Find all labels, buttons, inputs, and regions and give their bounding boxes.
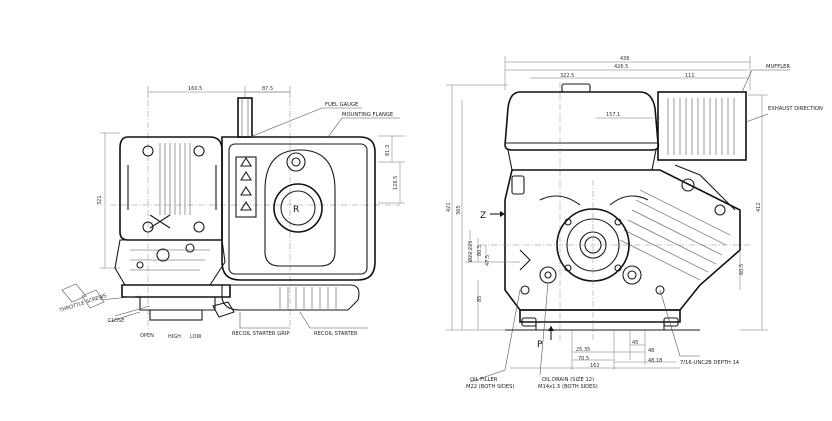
dim-base-1: 25.35: [576, 347, 590, 353]
label-oil-filler-sides: M22 (BOTH SIDES): [466, 384, 514, 390]
dim-right-dim: 60.5: [739, 264, 745, 275]
front-view: 436 426.5 322.5 111 421 365 412 157.1: [446, 56, 823, 390]
dim-right-upper: 81.3: [385, 145, 391, 156]
label-mounting-flange: MOUNTING FLANGE: [342, 112, 393, 118]
dim-height-1: 421: [446, 202, 452, 212]
p-arrow: P: [537, 340, 543, 350]
z-arrow: Z: [480, 211, 486, 221]
label-oil-drain-sides: M14x1.5 (BOTH SIDES): [538, 384, 598, 390]
dim-d2: 47.5: [485, 255, 491, 266]
label-recoil-starter-grip: RECOIL STARTER GRIP: [232, 331, 289, 337]
dim-base-5: 48.18: [648, 358, 662, 364]
dim-base-2: 70.5: [578, 356, 589, 362]
label-recoil-starter: RECOIL STARTER: [314, 331, 358, 337]
dim-top-left: 160.5: [188, 86, 202, 92]
recoil-logo: R: [293, 205, 299, 215]
dim-base-3: 45: [632, 340, 638, 346]
dim-d6: 85: [477, 296, 483, 302]
dim-width-3: 322.5: [560, 73, 574, 79]
dim-left-height: 321: [97, 195, 103, 205]
label-muffler: MUFFLER: [766, 64, 790, 70]
dim-top-right: 87.5: [262, 86, 273, 92]
dim-height-2: 365: [456, 205, 462, 215]
dim-width-2: 426.5: [614, 64, 628, 70]
label-oil-drain: OIL DRAIN (SIZE 12): [542, 377, 594, 383]
dim-overall-width: 436: [620, 56, 630, 62]
dim-d1: 80.5: [477, 245, 483, 256]
dim-inner: 157.1: [606, 112, 620, 118]
label-exhaust-direction: EXHAUST DIRECTION: [768, 106, 823, 112]
dim-shaft-dia: Ø22.225: [467, 241, 474, 262]
dim-right-lower: 126.5: [393, 176, 399, 190]
dim-width-4: 111: [685, 73, 695, 79]
label-fuel-gauge: FUEL GAUGE: [325, 102, 358, 108]
label-low: LOW: [190, 334, 202, 340]
label-close: CLOSE: [108, 318, 124, 324]
dim-height-3: 412: [756, 202, 762, 212]
dim-base-4: 48: [648, 348, 654, 354]
dim-bottom: 162: [590, 363, 600, 369]
label-high: HIGH: [168, 334, 181, 340]
label-thread: 7/16-UNC2B DEPTH 14: [680, 360, 740, 366]
label-oil-filler: OIL FILLER: [470, 377, 498, 383]
label-open: OPEN: [140, 333, 154, 339]
side-view: 160.5 87.5 321 81.3 126.5: [58, 86, 405, 340]
